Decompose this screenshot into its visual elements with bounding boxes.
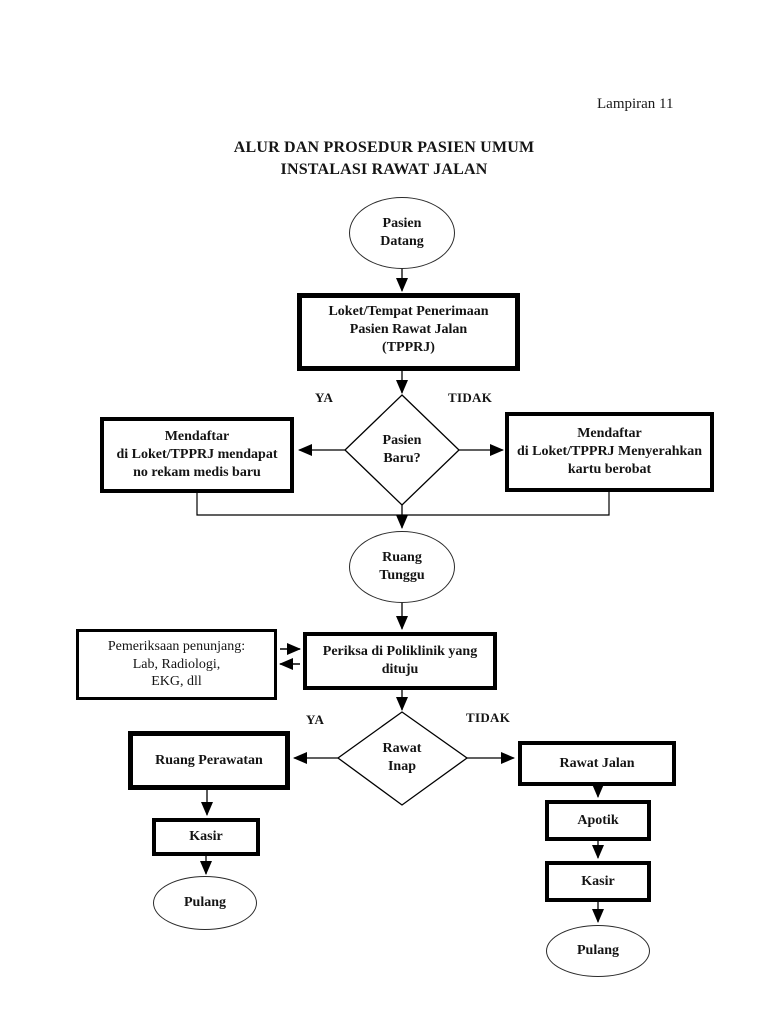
node-pasien-baru: Pasien Baru?	[382, 433, 422, 466]
node-pulang-jalan: Pulang	[546, 925, 650, 977]
node-apotik: Apotik	[545, 800, 651, 841]
node-pulang-inap: Pulang	[153, 876, 257, 930]
node-pasien-datang: Pasien Datang	[349, 197, 455, 269]
node-rawat-inap: Rawat Inap	[382, 741, 422, 774]
decision-rawat-inap-shape	[336, 711, 469, 806]
page-annotation: Lampiran 11	[597, 96, 674, 112]
node-daftar-lama: Mendaftar di Loket/TPPRJ Menyerahkan kar…	[505, 412, 714, 492]
branch-label-ya-1: YA	[315, 390, 334, 405]
node-rawat-jalan: Rawat Jalan	[518, 741, 676, 786]
node-ruang-tunggu: Ruang Tunggu	[349, 531, 455, 603]
page-title-line1: ALUR DAN PROSEDUR PASIEN UMUM	[233, 139, 535, 156]
node-poliklinik: Periksa di Poliklinik yang dituju	[303, 632, 497, 690]
page-title-line2: INSTALASI RAWAT JALAN	[280, 160, 488, 178]
page-title: ALUR DAN PROSEDUR PASIEN UMUM INSTALASI …	[144, 137, 624, 180]
node-pemeriksaan-penunjang: Pemeriksaan penunjang: Lab, Radiologi, E…	[76, 629, 277, 700]
node-ruang-perawatan: Ruang Perawatan	[128, 731, 290, 790]
branch-label-tidak-2: TIDAK	[466, 710, 511, 725]
branch-label-tidak-1: TIDAK	[448, 390, 493, 405]
node-daftar-baru: Mendaftar di Loket/TPPRJ mendapat no rek…	[100, 417, 294, 493]
node-kasir-jalan: Kasir	[545, 861, 651, 902]
node-tpprj: Loket/Tempat Penerimaan Pasien Rawat Jal…	[297, 293, 520, 371]
node-kasir-inap: Kasir	[152, 818, 260, 856]
branch-label-ya-2: YA	[306, 712, 325, 727]
